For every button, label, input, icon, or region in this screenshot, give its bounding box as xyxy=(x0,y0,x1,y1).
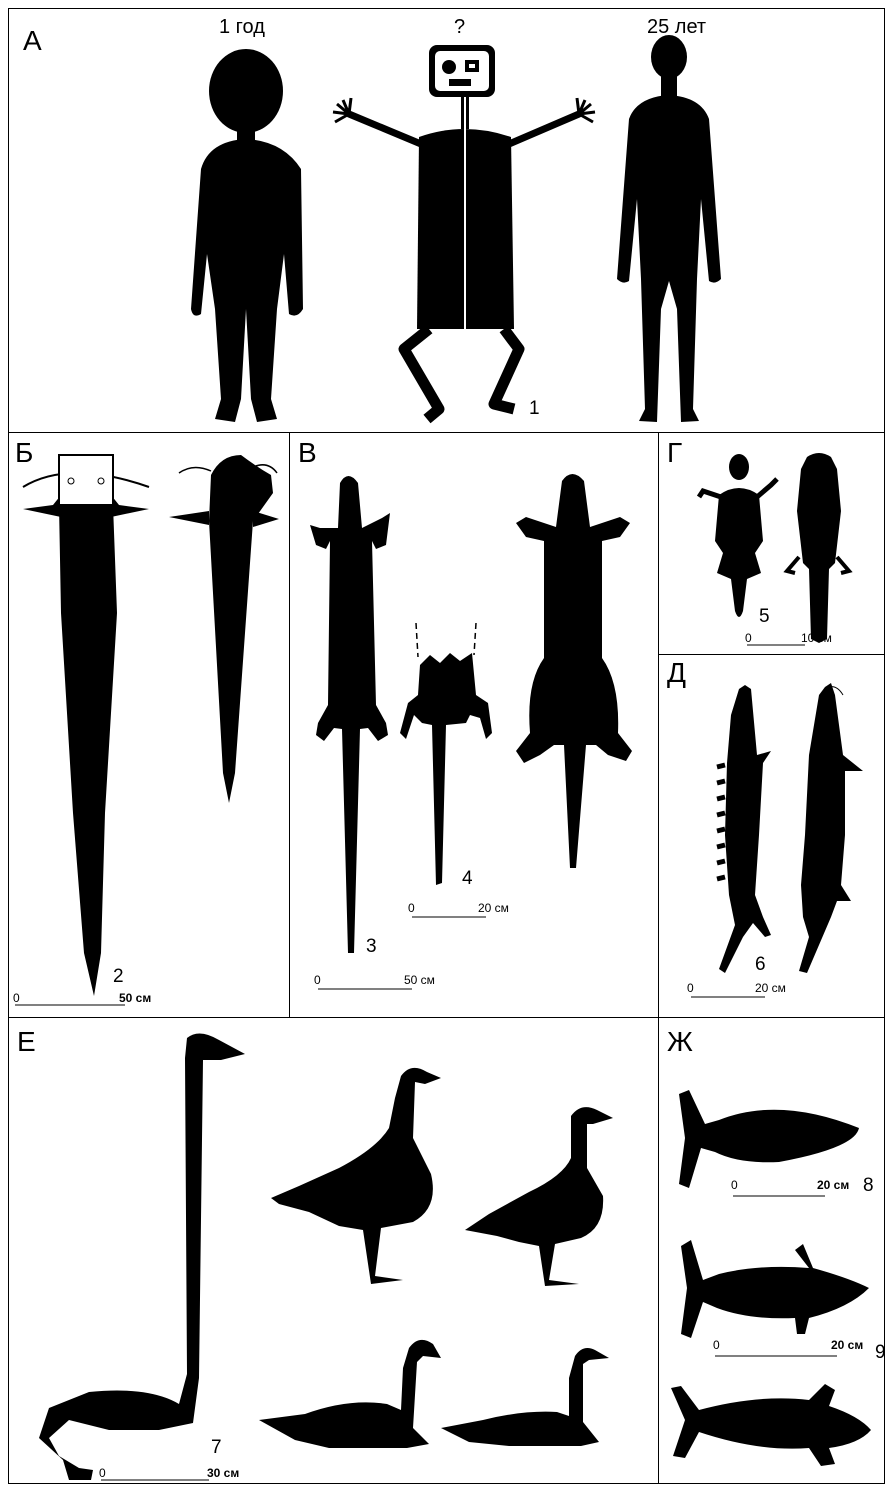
goose-2 xyxy=(465,1107,613,1286)
panel-a: А 1 год ? 25 лет 1 xyxy=(8,8,885,433)
sturgeon-2 xyxy=(799,683,863,973)
birds-drawing xyxy=(9,1018,660,1485)
fish-9 xyxy=(681,1240,869,1338)
panel-v: В 3 4 0 20 см 0 50 см xyxy=(289,432,659,1018)
animal-figure-5b xyxy=(787,453,849,643)
child-silhouette xyxy=(191,49,303,422)
lizard-1 xyxy=(310,476,390,953)
sturgeon-drawing xyxy=(659,655,886,1019)
catfish-large xyxy=(23,455,149,996)
panel-b: Б 2 0 50 см xyxy=(8,432,290,1018)
human-figures-drawing xyxy=(9,9,886,434)
fish-drawing xyxy=(659,1018,886,1485)
small-animal-drawing xyxy=(659,433,886,656)
rock-art-figure xyxy=(333,45,595,419)
catfish-small xyxy=(169,455,279,803)
fish-8 xyxy=(679,1090,859,1188)
swan-1 xyxy=(259,1340,441,1448)
bird-long-neck xyxy=(39,1033,245,1480)
panel-e: Е 7 0 30 см xyxy=(8,1017,659,1484)
animal-figure-5a xyxy=(699,454,777,617)
panel-zh: Ж 8 9 0 20 см 0 20 см xyxy=(658,1017,885,1484)
adult-silhouette xyxy=(617,35,721,422)
catfish-drawing xyxy=(9,433,291,1019)
panel-d: Д 6 0 20 см xyxy=(658,654,885,1018)
lizard-3 xyxy=(516,474,632,868)
swan-2 xyxy=(441,1348,609,1446)
lizard-drawing xyxy=(290,433,660,1019)
fish-10 xyxy=(671,1384,871,1466)
sturgeon-1 xyxy=(717,685,771,973)
lizard-2-fragment xyxy=(400,623,492,885)
panel-g: Г 5 0 10 см xyxy=(658,432,885,655)
goose-1 xyxy=(271,1068,441,1284)
